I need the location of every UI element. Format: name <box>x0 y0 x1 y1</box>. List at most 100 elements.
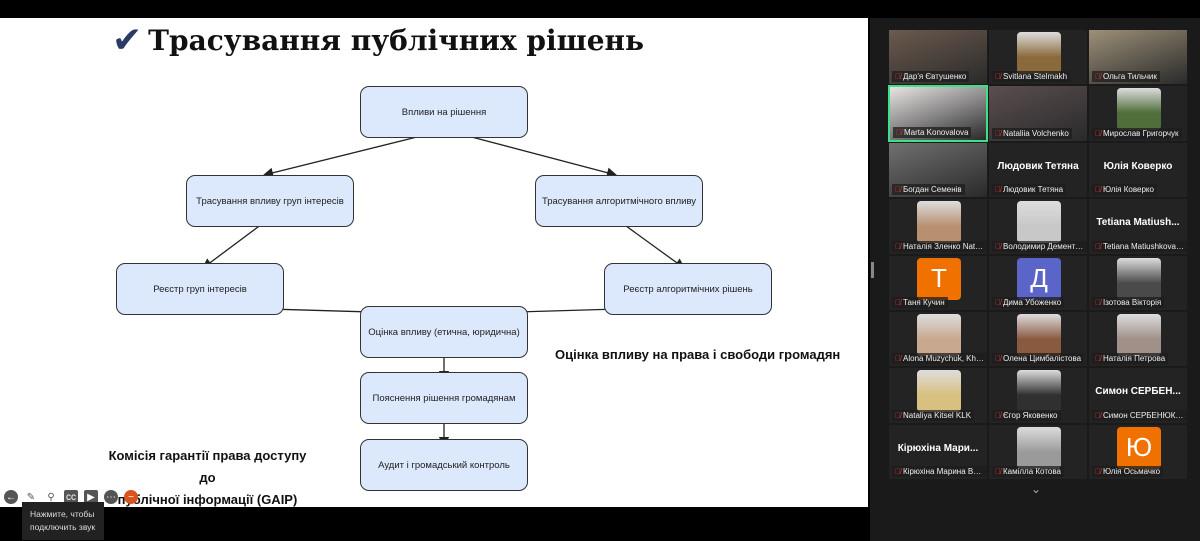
muted-mic-icon: 🎙̸ <box>995 467 1001 477</box>
muted-mic-icon: 🎙̸ <box>895 241 901 251</box>
avatar <box>1117 88 1161 131</box>
gaip-line-2: публічної інформації (GAIP) <box>117 492 298 507</box>
participant-name-label: 🎙̸Юлія Осьмачко <box>1092 466 1164 478</box>
unmute-icon[interactable]: − <box>124 490 138 504</box>
participant-tile[interactable]: 🎙̸Олена Цимбалістова <box>988 310 1088 368</box>
avatar <box>1017 32 1061 74</box>
participant-name: Дима Убоженко <box>1003 297 1062 307</box>
participant-tile[interactable]: Людовик Тетяна 🎙̸Людовик Тетяна <box>988 141 1088 199</box>
muted-mic-icon: 🎙̸ <box>1095 185 1101 195</box>
participant-name-label: 🎙̸Володимир Дементо... <box>992 240 1087 252</box>
participant-name: Nataliya Kitsel KLK <box>903 410 972 420</box>
participant-name: Юлія Коверко <box>1103 185 1154 195</box>
muted-mic-icon: 🎙̸ <box>896 127 902 137</box>
participant-tile[interactable]: Д 🎙̸Дима Убоженко <box>988 254 1088 311</box>
participant-tile[interactable]: 🎙̸Богдан Семенів <box>888 141 988 199</box>
participant-name-label: 🎙̸Мирослав Григорчук <box>1092 127 1182 139</box>
muted-mic-icon: 🎙̸ <box>995 354 1001 364</box>
gaip-note: Комісія гарантії права доступу до публіч… <box>100 445 315 507</box>
participant-name-label: 🎙̸Svitlana Stelmakh <box>992 71 1071 83</box>
avatar <box>917 370 961 413</box>
participant-name-label: 🎙̸Наталія Петрова <box>1092 353 1169 365</box>
captions-icon[interactable]: cc <box>64 490 78 504</box>
box-influences: Впливи на рішення <box>360 86 528 138</box>
muted-mic-icon: 🎙̸ <box>995 241 1001 251</box>
participant-tile[interactable]: 🎙̸Володимир Дементо... <box>988 198 1088 255</box>
participant-tile[interactable]: 🎙̸Ольга Тильчик <box>1088 29 1188 86</box>
participant-tile[interactable]: 🎙̸Наталія Петрова <box>1088 310 1188 368</box>
avatar <box>1017 426 1061 469</box>
muted-mic-icon: 🎙̸ <box>895 467 901 477</box>
participant-tile[interactable]: 🎙̸Наталія Зленко Natal... <box>888 198 988 255</box>
participant-tile[interactable]: 🎙̸Marta Konovalova <box>888 85 988 142</box>
participant-tile[interactable]: Т🎙̸Таня Кучин <box>888 254 988 311</box>
box-impact-assessment: Оцінка впливу (етична, юридична) <box>360 306 528 358</box>
participant-grid: 🎙̸Дар'я Євтушенко🎙̸Svitlana Stelmakh🎙̸Ол… <box>888 29 1188 481</box>
muted-mic-icon: 🎙̸ <box>895 354 901 364</box>
participant-tile[interactable]: 🎙̸Ізотова Вікторія <box>1088 254 1188 311</box>
muted-mic-icon: 🎙̸ <box>895 410 901 420</box>
participant-display-name: Людовик Тетяна <box>997 160 1079 172</box>
tooltip-line-2: подключить звук <box>30 522 96 532</box>
resize-handle[interactable] <box>871 262 874 278</box>
participant-tile[interactable]: Кірюхіна Мари...🎙̸Кірюхіна Марина Во... <box>888 423 988 481</box>
muted-mic-icon: 🎙̸ <box>1095 410 1101 420</box>
chevron-down-icon[interactable]: ⌄ <box>1031 482 1042 496</box>
muted-mic-icon: 🎙̸ <box>895 297 901 307</box>
participant-name: Наталія Зленко Natal... <box>903 241 987 251</box>
muted-mic-icon: 🎙̸ <box>1095 241 1101 251</box>
back-icon[interactable]: ← <box>4 490 18 504</box>
participant-tile[interactable]: Ю🎙̸Юлія Осьмачко <box>1088 423 1188 481</box>
video-icon[interactable]: ▶ <box>84 490 98 504</box>
muted-mic-icon: 🎙̸ <box>1095 467 1101 477</box>
muted-mic-icon: 🎙̸ <box>895 72 901 82</box>
box-interest-registry: Реєстр груп інтересів <box>116 263 284 315</box>
participant-name: Олена Цимбалістова <box>1003 354 1082 364</box>
participant-name-label: 🎙̸Юлія Коверко <box>1092 184 1157 196</box>
participant-tile[interactable]: Юлія Коверко🎙̸Юлія Коверко <box>1088 141 1188 199</box>
box-interest-tracing: Трасування впливу груп інтересів <box>186 175 354 227</box>
muted-mic-icon: 🎙̸ <box>995 297 1001 307</box>
participant-name-label: 🎙̸Олена Цимбалістова <box>992 353 1085 365</box>
participant-name: Alona Muzychuk, KhN... <box>903 354 987 364</box>
avatar <box>1117 257 1161 300</box>
participant-name: Svitlana Stelmakh <box>1003 72 1068 82</box>
search-icon[interactable]: ⚲ <box>47 491 55 503</box>
box-algorithmic-tracing: Трасування алгоритмічного впливу <box>535 175 703 227</box>
participant-tile[interactable]: Симон СЕРБЕН...🎙̸Симон СЕРБЕНЮК, Х... <box>1088 367 1188 424</box>
participant-name: Ольга Тильчик <box>1103 72 1157 82</box>
participant-name-label: 🎙̸Людовик Тетяна <box>992 184 1067 196</box>
avatar <box>917 313 961 356</box>
participant-name-label: 🎙̸Nataliya Kitsel KLK <box>892 409 975 421</box>
participant-name-label: 🎙̸Nataliia Volchenko <box>992 127 1072 139</box>
participant-tile[interactable]: 🎙̸Камілла Котова <box>988 423 1088 481</box>
avatar <box>917 201 961 244</box>
participant-tile[interactable]: 🎙̸Alona Muzychuk, KhN... <box>888 310 988 368</box>
participant-name-label: 🎙̸Богдан Семенів <box>892 184 965 196</box>
participant-tile[interactable]: 🎙̸Nataliya Kitsel KLK <box>888 367 988 424</box>
participant-tile[interactable]: Tetiana Matiush...🎙̸Tetiana Matiushkova,… <box>1088 198 1188 255</box>
box-explanation: Пояснення рішення громадянам <box>360 372 528 424</box>
side-note: Оцінка впливу на права і свободи громадя… <box>555 347 841 362</box>
slide-controls: ← ✎ ⚲ cc ▶ ⋯ − <box>4 490 138 504</box>
participant-tile[interactable]: 🎙̸Svitlana Stelmakh <box>988 29 1088 86</box>
participant-tile[interactable]: 🎙̸Nataliia Volchenko <box>988 85 1088 142</box>
pen-icon[interactable]: ✎ <box>26 491 36 503</box>
participant-name: Камілла Котова <box>1003 467 1061 477</box>
muted-mic-icon: 🎙̸ <box>1095 354 1101 364</box>
participant-name: Юлія Осьмачко <box>1103 467 1161 477</box>
avatar: Д <box>1017 257 1061 300</box>
participant-tile[interactable]: 🎙̸Єгор Яковенко <box>988 367 1088 424</box>
slide-title-text: Трасування публічних рішень <box>148 24 645 57</box>
participant-tile[interactable]: 🎙̸Дар'я Євтушенко <box>888 29 988 86</box>
participant-name: Nataliia Volchenko <box>1003 128 1069 138</box>
participant-name: Наталія Петрова <box>1103 354 1166 364</box>
participant-tile[interactable]: 🎙̸Мирослав Григорчук <box>1088 85 1188 142</box>
participant-name: Володимир Дементо... <box>1003 241 1087 251</box>
participant-name-label: 🎙̸Кірюхіна Марина Во... <box>892 466 987 478</box>
more-icon[interactable]: ⋯ <box>104 490 118 504</box>
box-audit: Аудит і громадський контроль <box>360 439 528 491</box>
tooltip-line-1: Нажмите, чтобы <box>30 509 95 519</box>
avatar: Ю <box>1117 426 1161 469</box>
gaip-line-1: Комісія гарантії права доступу до <box>108 448 307 485</box>
